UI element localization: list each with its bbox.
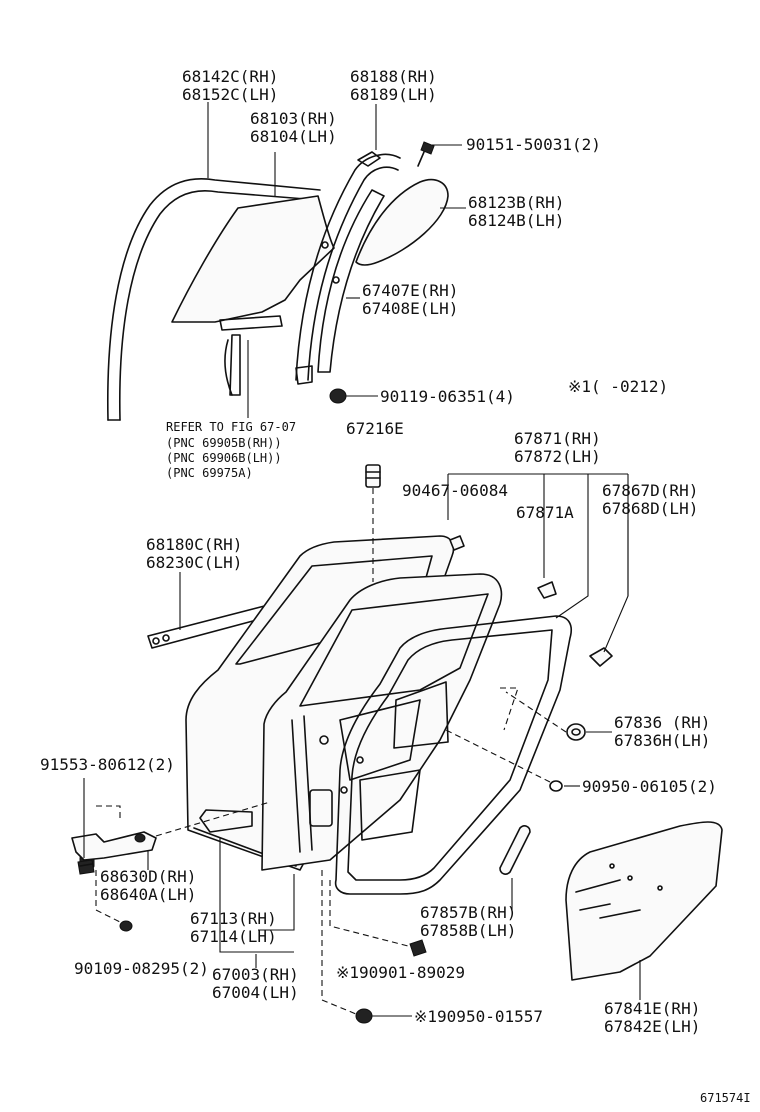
callout-67113: 67113(RH) 67114(LH) bbox=[190, 909, 277, 946]
trim-cover-part bbox=[499, 825, 531, 875]
label-90950-01557: ※190950-01557 bbox=[414, 1007, 543, 1026]
label-68152c-lh: 68152C(LH) bbox=[182, 85, 278, 104]
label-67004-lh: 67004(LH) bbox=[212, 983, 299, 1002]
callout-67407e: 67407E(RH) 67408E(LH) bbox=[362, 281, 458, 318]
label-note-range: ※1( -0212) bbox=[568, 377, 668, 396]
label-68124b-lh: 68124B(LH) bbox=[468, 211, 564, 230]
label-68230c-lh: 68230C(LH) bbox=[146, 553, 242, 572]
clip-90901-part bbox=[409, 939, 427, 957]
clip-67216-part bbox=[365, 464, 381, 488]
label-68188-rh: 68188(RH) bbox=[350, 67, 437, 86]
hinge-part bbox=[71, 831, 157, 869]
label-67841e-rh: 67841E(RH) bbox=[604, 999, 700, 1018]
hole-plug-part bbox=[566, 723, 586, 741]
weatherstrip-part bbox=[334, 615, 572, 895]
clip-67871a-part bbox=[537, 581, 557, 599]
label-refer-line1: REFER TO FIG 67-07 bbox=[166, 420, 296, 434]
label-68640a-lh: 68640A(LH) bbox=[100, 885, 196, 904]
division-bar-part bbox=[317, 189, 385, 373]
callout-67836: 67836 (RH) 67836H(LH) bbox=[614, 713, 710, 750]
label-67871-rh: 67871(RH) bbox=[514, 429, 601, 448]
door-inner-panel-part bbox=[261, 573, 503, 871]
label-68104-lh: 68104(LH) bbox=[250, 127, 337, 146]
trim-board-part bbox=[565, 821, 723, 981]
label-67842e-lh: 67842E(LH) bbox=[604, 1017, 700, 1036]
callout-67867d: 67867D(RH) 67868D(LH) bbox=[602, 481, 698, 518]
label-68142c-rh: 68142C(RH) bbox=[182, 67, 278, 86]
bolt-90109-part bbox=[119, 920, 133, 932]
label-67867d-rh: 67867D(RH) bbox=[602, 481, 698, 500]
label-67836h-lh: 67836H(LH) bbox=[614, 731, 710, 750]
bolt-division-part bbox=[329, 388, 347, 404]
label-67858b-lh: 67858B(LH) bbox=[420, 921, 516, 940]
label-68189-lh: 68189(LH) bbox=[350, 85, 437, 104]
quarter-glass-part bbox=[355, 178, 449, 266]
label-67868d-lh: 67868D(LH) bbox=[602, 499, 698, 518]
callout-68123b: 68123B(RH) 68124B(LH) bbox=[468, 193, 564, 230]
label-refer-line3: (PNC 69906B(LH)) bbox=[166, 451, 282, 465]
callout-68630d: 68630D(RH) 68640A(LH) bbox=[100, 867, 196, 904]
callout-67857b: 67857B(RH) 67858B(LH) bbox=[420, 903, 516, 940]
callout-68142c: 68142C(RH) 68152C(LH) bbox=[182, 67, 278, 104]
label-67113-rh: 67113(RH) bbox=[190, 909, 277, 928]
screw-top-part bbox=[417, 141, 435, 167]
label-68103-rh: 68103(RH) bbox=[250, 109, 337, 128]
label-68180c-rh: 68180C(RH) bbox=[146, 535, 242, 554]
label-67114-lh: 67114(LH) bbox=[190, 927, 277, 946]
label-refer-line4: (PNC 69975A) bbox=[166, 466, 253, 480]
label-67857b-rh: 67857B(RH) bbox=[420, 903, 516, 922]
label-67408e-lh: 67408E(LH) bbox=[362, 299, 458, 318]
glass-run-rear-part bbox=[295, 151, 401, 385]
clip-90467-part bbox=[449, 535, 465, 551]
label-90467-06084: 90467-06084 bbox=[402, 481, 508, 500]
figure-id: 671574I bbox=[700, 1091, 751, 1105]
leader-lines bbox=[83, 102, 641, 1017]
hole-plug-small-part bbox=[549, 780, 563, 792]
bolt-91553-part bbox=[77, 859, 95, 875]
callout-refer-fig: REFER TO FIG 67-07 (PNC 69905B(RH)) (PNC… bbox=[166, 420, 296, 480]
glass-run-front-part bbox=[106, 178, 321, 421]
callout-68180c: 68180C(RH) 68230C(LH) bbox=[146, 535, 242, 572]
label-90119-06351: 90119-06351(4) bbox=[380, 387, 515, 406]
label-90151-50031: 90151-50031(2) bbox=[466, 135, 601, 154]
label-67836-rh: 67836 (RH) bbox=[614, 713, 710, 732]
label-91553-80612: 91553-80612(2) bbox=[40, 755, 175, 774]
label-67216e: 67216E bbox=[346, 419, 404, 438]
callout-67003: 67003(RH) 67004(LH) bbox=[212, 965, 299, 1002]
seal-clip-part bbox=[589, 647, 613, 667]
label-90901-89029: ※190901-89029 bbox=[336, 963, 465, 982]
label-67003-rh: 67003(RH) bbox=[212, 965, 299, 984]
label-67871a: 67871A bbox=[516, 503, 574, 522]
label-67407e-rh: 67407E(RH) bbox=[362, 281, 458, 300]
label-68630d-rh: 68630D(RH) bbox=[100, 867, 196, 886]
label-refer-line2: (PNC 69905B(RH)) bbox=[166, 436, 282, 450]
label-67872-lh: 67872(LH) bbox=[514, 447, 601, 466]
label-68123b-rh: 68123B(RH) bbox=[468, 193, 564, 212]
callout-67841e: 67841E(RH) 67842E(LH) bbox=[604, 999, 700, 1036]
callout-68103: 68103(RH) 68104(LH) bbox=[250, 109, 337, 146]
callout-68188: 68188(RH) 68189(LH) bbox=[350, 67, 437, 104]
callout-67871: 67871(RH) 67872(LH) bbox=[514, 429, 601, 466]
label-90109-08295: 90109-08295(2) bbox=[74, 959, 209, 978]
label-90950-06105: 90950-06105(2) bbox=[582, 777, 717, 796]
clip-90950-01557-part bbox=[355, 1008, 373, 1024]
